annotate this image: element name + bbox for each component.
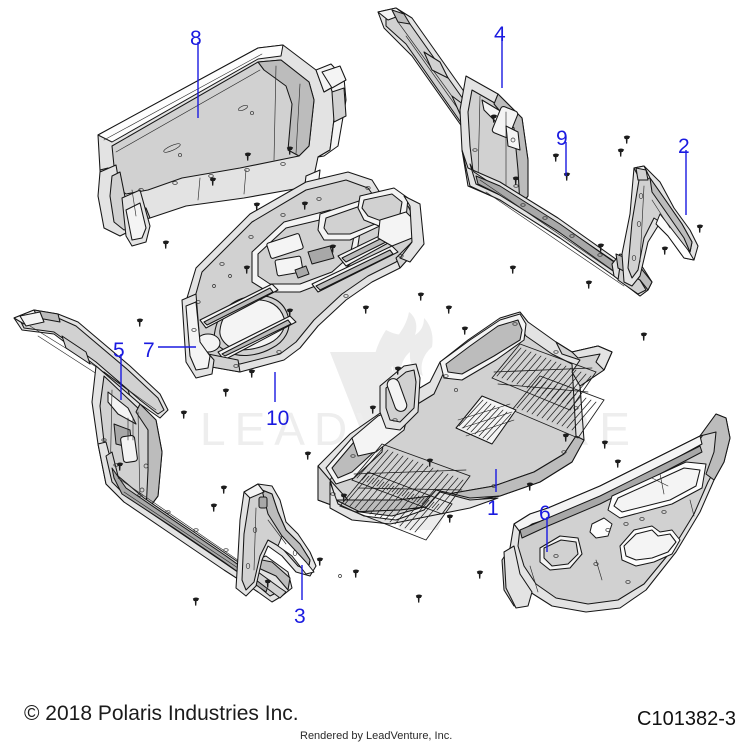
callout-number-10[interactable]: 10 <box>266 407 290 430</box>
fastener-icon <box>352 569 360 578</box>
fastener-icon <box>394 366 402 375</box>
callout-number-6[interactable]: 6 <box>539 502 551 525</box>
callout-number-4[interactable]: 4 <box>494 23 506 46</box>
fastener-icon <box>512 176 520 185</box>
fastener-glyphs <box>116 114 704 606</box>
fastener-icon <box>445 305 453 314</box>
fastener-icon <box>446 514 454 523</box>
callout-number-9[interactable]: 9 <box>556 127 568 150</box>
fastener-icon <box>162 240 170 249</box>
fastener-icon <box>552 153 560 162</box>
fastener-icon <box>244 152 252 161</box>
fastener-icon <box>614 459 622 468</box>
fastener-icon <box>362 305 370 314</box>
fastener-icon <box>585 280 593 289</box>
fastener-icon <box>597 243 605 252</box>
fastener-icon <box>192 597 200 606</box>
callout-number-1[interactable]: 1 <box>487 497 499 520</box>
fastener-icon <box>264 579 272 588</box>
fastener-icon <box>286 146 294 155</box>
fastener-icon <box>623 135 631 144</box>
fastener-icon <box>562 433 570 442</box>
fastener-icon <box>222 388 230 397</box>
fastener-icon <box>640 332 648 341</box>
fastener-icon <box>243 265 251 274</box>
part-4-right-rocker-panel <box>377 7 653 297</box>
tread-pattern-center <box>455 395 517 445</box>
tread-pattern-left-2 <box>339 471 453 541</box>
copyright-text: © 2018 Polaris Industries Inc. <box>24 702 299 725</box>
fastener-icon <box>476 570 484 579</box>
fastener-icon <box>461 326 469 335</box>
callout-number-8[interactable]: 8 <box>190 27 202 50</box>
fastener-icon <box>509 265 517 274</box>
fastener-icon <box>490 114 498 123</box>
callout-number-2[interactable]: 2 <box>678 135 690 158</box>
fastener-icon <box>304 451 312 460</box>
fastener-icon <box>116 462 124 471</box>
fastener-icon <box>661 246 669 255</box>
part-8-rear-bed-panel <box>97 44 347 247</box>
fastener-icon <box>417 292 425 301</box>
tread-pattern-right-2 <box>511 375 605 439</box>
fastener-icon <box>526 482 534 491</box>
callout-number-3[interactable]: 3 <box>294 605 306 628</box>
rendered-by-text: Rendered by LeadVenture, Inc. <box>300 730 453 742</box>
fastener-icon <box>316 557 324 566</box>
fastener-icon <box>415 594 423 603</box>
callout-number-5[interactable]: 5 <box>113 339 125 362</box>
fastener-icon <box>601 440 609 449</box>
fastener-icon <box>301 201 309 210</box>
part-2-right-rear-bracket <box>621 165 699 287</box>
fastener-icon <box>180 410 188 419</box>
diagram-part-number: C101382-3 <box>637 708 736 730</box>
fastener-icon <box>210 503 218 512</box>
fastener-icon <box>136 318 144 327</box>
fastener-icon <box>253 202 261 211</box>
fastener-icon <box>617 148 625 157</box>
callout-number-7[interactable]: 7 <box>143 339 155 362</box>
fastener-icon <box>369 405 377 414</box>
callout-leader-lines <box>120 38 687 600</box>
fastener-icon <box>696 224 704 233</box>
fastener-icon <box>248 369 256 378</box>
part-1-main-floor-pan <box>317 311 613 578</box>
fastener-icon <box>340 493 348 502</box>
part-6-firewall-dash-panel <box>501 413 731 613</box>
part-3-left-rear-bracket <box>235 483 317 597</box>
fastener-icon <box>329 244 337 253</box>
fastener-icon <box>209 177 217 186</box>
fastener-icon <box>286 308 294 317</box>
fastener-icon <box>426 458 434 467</box>
part-5-left-rocker-panel <box>13 309 293 603</box>
fastener-icon <box>220 485 228 494</box>
part-7-rear-cargo-floor <box>181 171 425 379</box>
fastener-icon <box>563 172 571 181</box>
